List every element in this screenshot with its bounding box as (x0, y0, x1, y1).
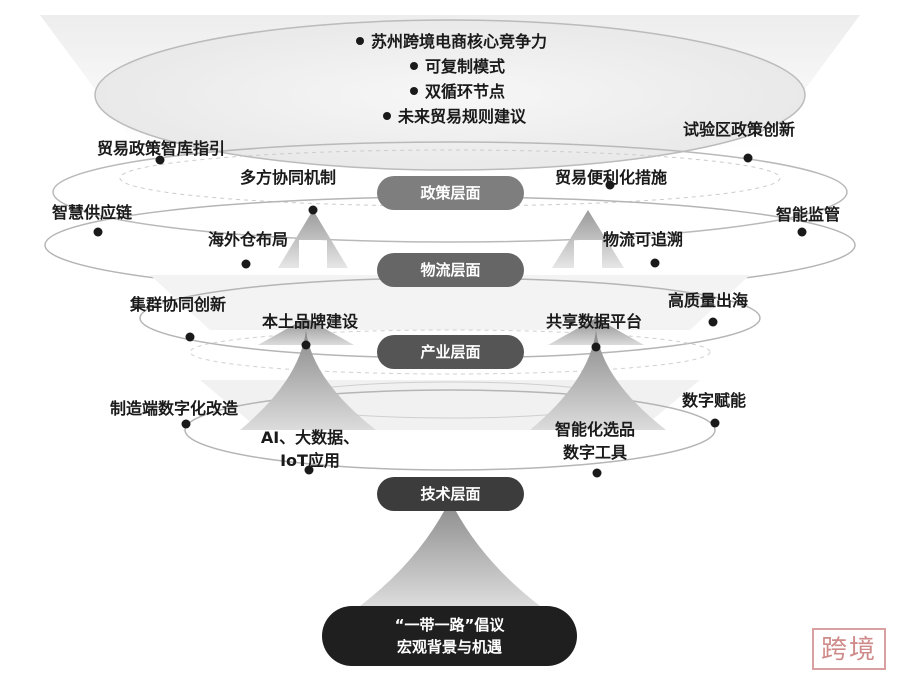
label-shared-data-platform: 共享数据平台 (546, 312, 643, 331)
label-ai-bigdata: AI、大数据、 (260, 428, 360, 447)
label-pilot-zone-policy: 试验区政策创新 (683, 120, 796, 139)
core-point-4: 未来贸易规则建议 (383, 107, 526, 127)
arrow-up-right-policy (552, 210, 624, 268)
layer-pill-policy: 政策层面 (377, 176, 524, 210)
arrow-swoosh-left (240, 330, 376, 430)
arrow-swoosh-right (530, 330, 666, 430)
label-digital-tools: 数字工具 (562, 443, 627, 462)
core-point-2: 可复制模式 (410, 57, 505, 77)
label-logistics-traceability: 物流可追溯 (603, 230, 684, 249)
core-point-1: 苏州跨境电商核心竞争力 (356, 32, 547, 52)
arrow-up-left-policy (278, 210, 348, 268)
label-smart-supply-chain: 智慧供应链 (52, 203, 133, 222)
tech-ring (184, 389, 716, 471)
label-high-quality-export: 高质量出海 (668, 291, 749, 310)
base-line-2: 宏观背景与机遇 (396, 638, 502, 656)
label-cluster-innovation: 集群协同创新 (130, 295, 227, 314)
industry-band (150, 275, 750, 330)
label-overseas-warehouse: 海外仓布局 (208, 230, 289, 249)
label-digital-empowerment: 数字赋能 (682, 391, 747, 410)
marker-dots (93, 153, 807, 478)
layer-pill-tech: 技术层面 (377, 477, 524, 511)
label-trade-policy-think-tank: 贸易政策智库指引 (97, 139, 226, 158)
label-trade-facilitation: 贸易便利化措施 (555, 168, 668, 187)
layer-pill-industry: 产业层面 (377, 335, 524, 369)
label-iot-application: IoT应用 (280, 451, 340, 470)
label-smart-supervision: 智能监管 (776, 205, 841, 224)
core-point-3: 双循环节点 (410, 82, 505, 102)
watermark-stamp: 跨境 (812, 628, 886, 670)
base-belt-and-road: “一带一路”倡议 宏观背景与机遇 (322, 606, 577, 666)
label-multi-party-mechanism: 多方协同机制 (240, 168, 337, 187)
label-local-brand: 本土品牌建设 (262, 312, 359, 331)
layer-pill-logistics: 物流层面 (377, 253, 524, 287)
arrow-from-base (360, 500, 540, 606)
base-line-1: “一带一路”倡议 (394, 616, 505, 634)
policy-inner-ring (119, 149, 781, 207)
industry-inner-ring (189, 329, 711, 375)
policy-ring (52, 141, 848, 243)
label-smart-selection: 智能化选品 (554, 420, 635, 439)
label-manufacturing-digitalization: 制造端数字化改造 (110, 399, 239, 418)
